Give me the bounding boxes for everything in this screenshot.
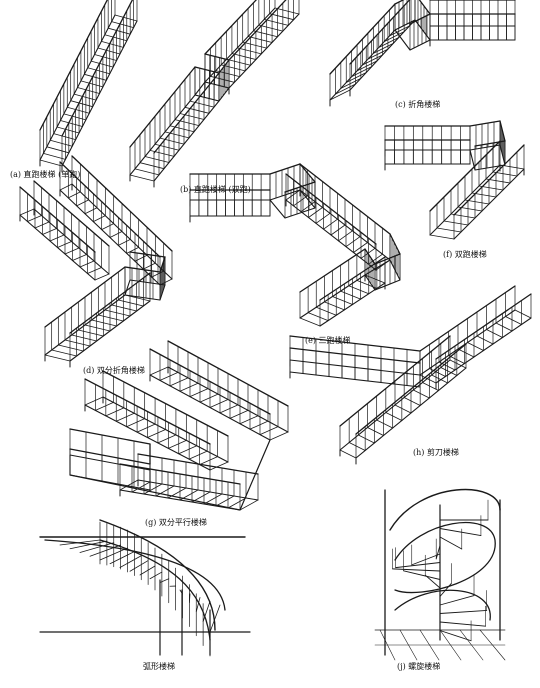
caption-f: (f) 双跑楼梯 xyxy=(443,250,487,259)
caption-d: (d) 双分折角楼梯 xyxy=(83,366,145,375)
spiral-stair xyxy=(374,488,506,661)
split-corner-stair xyxy=(19,155,173,368)
caption-c: (c) 折角楼梯 xyxy=(395,100,441,109)
caption-i: 弧形楼梯 xyxy=(143,662,175,671)
split-parallel-stair xyxy=(69,340,289,511)
caption-e: (e) 三跑楼梯 xyxy=(305,336,351,345)
three-flight-stair xyxy=(189,163,401,327)
curved-stair xyxy=(39,519,251,657)
straight-double-flight-stair xyxy=(129,0,300,188)
scissor-stair xyxy=(289,285,532,465)
caption-g: (g) 双分平行楼梯 xyxy=(145,518,207,527)
caption-j: (j) 螺旋楼梯 xyxy=(397,662,441,671)
caption-a: (a) 直跑楼梯 (单跑) xyxy=(10,170,81,179)
double-flight-stair xyxy=(384,120,525,240)
corner-stair xyxy=(329,0,516,107)
caption-h: (h) 剪刀楼梯 xyxy=(413,448,459,457)
caption-b: (b) 直跑楼梯 (双跑) xyxy=(180,185,251,194)
straight-single-flight-stair xyxy=(39,0,138,173)
